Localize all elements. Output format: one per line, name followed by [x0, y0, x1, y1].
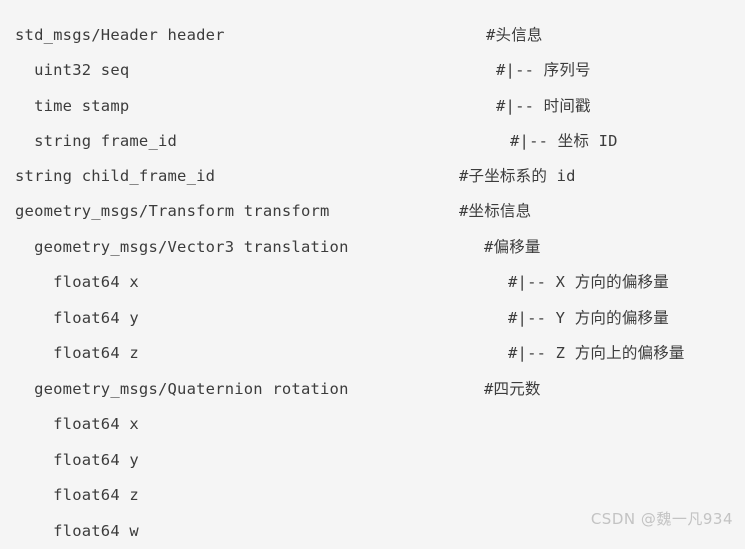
field-declaration: float64 x [15, 273, 139, 291]
field-declaration: float64 y [15, 309, 139, 327]
field-comment: #子坐标系的 id [459, 167, 576, 185]
field-declaration: float64 z [15, 344, 139, 362]
message-field-row: float64 z #|-- Z 方向上的偏移量 [0, 336, 745, 371]
message-field-row: float64 x #|-- X 方向的偏移量 [0, 265, 745, 300]
field-declaration: float64 w [15, 522, 139, 540]
message-field-row: float64 x [0, 407, 745, 442]
message-field-row: string child_frame_id #子坐标系的 id [0, 159, 745, 194]
field-comment: #头信息 [486, 26, 543, 44]
field-comment: #四元数 [484, 380, 541, 398]
message-field-row: geometry_msgs/Quaternion rotation #四元数 [0, 372, 745, 407]
field-declaration: time stamp [15, 97, 130, 115]
field-declaration: string child_frame_id [15, 167, 216, 185]
field-comment: #|-- X 方向的偏移量 [508, 273, 669, 291]
field-declaration: std_msgs/Header header [15, 26, 225, 44]
field-comment: #坐标信息 [459, 202, 532, 220]
message-field-row: time stamp #|-- 时间戳 [0, 89, 745, 124]
field-declaration: float64 z [15, 486, 139, 504]
field-declaration: geometry_msgs/Transform transform [15, 202, 330, 220]
field-declaration: geometry_msgs/Quaternion rotation [15, 380, 349, 398]
message-field-row: float64 z [0, 478, 745, 513]
message-field-row: string frame_id #|-- 坐标 ID [0, 124, 745, 159]
message-field-row: geometry_msgs/Transform transform #坐标信息 [0, 194, 745, 229]
field-comment: #偏移量 [484, 238, 541, 256]
message-field-row: float64 y #|-- Y 方向的偏移量 [0, 301, 745, 336]
field-declaration: float64 x [15, 415, 139, 433]
field-comment: #|-- 序列号 [496, 61, 591, 79]
field-comment: #|-- 时间戳 [496, 97, 591, 115]
message-field-row: std_msgs/Header header #头信息 [0, 18, 745, 53]
csdn-watermark: CSDN @魏一凡934 [590, 510, 733, 528]
field-declaration: geometry_msgs/Vector3 translation [15, 238, 349, 256]
message-field-row: geometry_msgs/Vector3 translation #偏移量 [0, 230, 745, 265]
field-comment: #|-- 坐标 ID [510, 132, 618, 150]
field-declaration: float64 y [15, 451, 139, 469]
field-declaration: uint32 seq [15, 61, 130, 79]
field-comment: #|-- Y 方向的偏移量 [508, 309, 669, 327]
field-comment: #|-- Z 方向上的偏移量 [508, 344, 685, 362]
message-field-row: float64 w [0, 514, 745, 549]
message-field-row: uint32 seq #|-- 序列号 [0, 53, 745, 88]
field-declaration: string frame_id [15, 132, 178, 150]
message-field-row: float64 y [0, 443, 745, 478]
